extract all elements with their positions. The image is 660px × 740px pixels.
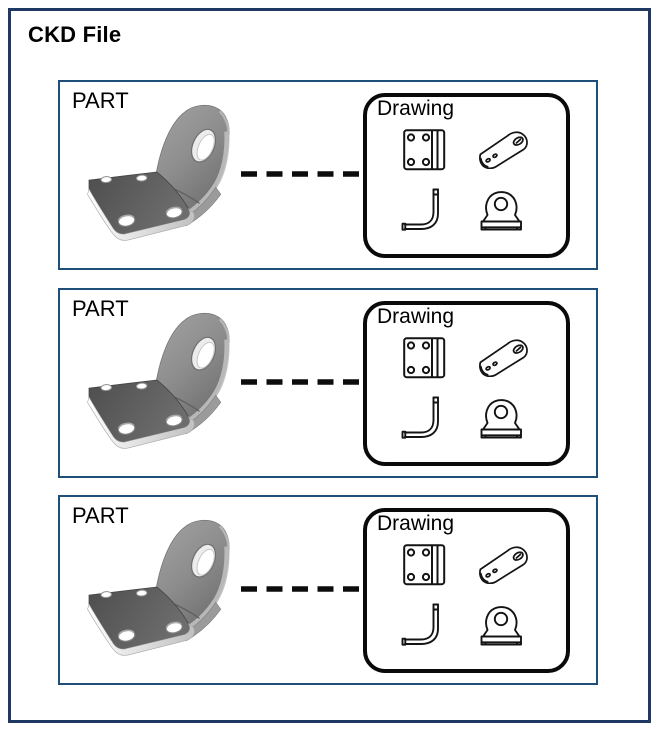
part-row: PART Drawing (58, 288, 598, 478)
drawing-box: Drawing (363, 93, 570, 258)
drawing-box: Drawing (363, 508, 570, 673)
dashed-connector-line (240, 169, 362, 179)
page-title: CKD File (28, 22, 122, 47)
top-view-icon (403, 337, 449, 379)
drawing-label: Drawing (377, 305, 455, 328)
part-row: PART Drawing (58, 80, 598, 270)
part-3d-bracket-icon (86, 308, 238, 450)
part-label: PART (72, 296, 129, 321)
part-label: PART (72, 503, 129, 528)
front-view-icon (479, 397, 525, 441)
side-view-icon (401, 187, 441, 231)
side-view-icon (401, 395, 441, 439)
drawing-box: Drawing (363, 301, 570, 466)
top-view-icon (403, 129, 449, 171)
front-view-icon (479, 189, 525, 233)
dashed-connector-line (240, 584, 362, 594)
drawing-label: Drawing (377, 97, 455, 120)
isometric-view-icon (473, 335, 537, 377)
dashed-connector-line (240, 377, 362, 387)
side-view-icon (401, 602, 441, 646)
drawing-label: Drawing (377, 512, 455, 535)
part-3d-bracket-icon (86, 515, 238, 657)
part-3d-bracket-icon (86, 100, 238, 242)
isometric-view-icon (473, 127, 537, 169)
part-label: PART (72, 88, 129, 113)
top-view-icon (403, 544, 449, 586)
front-view-icon (479, 604, 525, 648)
isometric-view-icon (473, 542, 537, 584)
part-row: PART Drawing (58, 495, 598, 685)
